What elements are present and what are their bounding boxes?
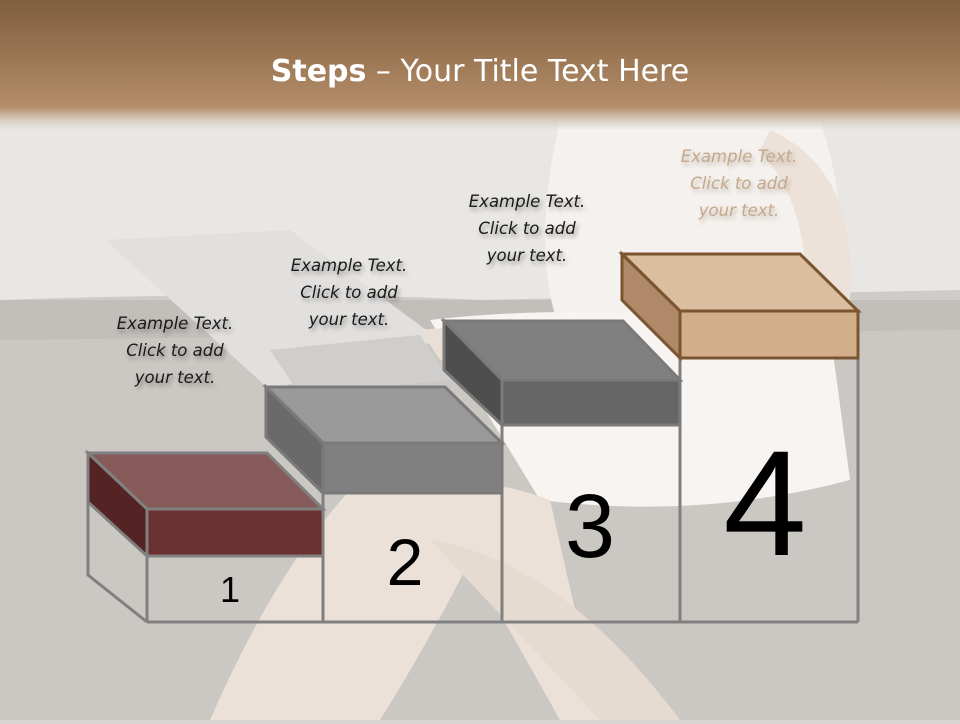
caption-line: your text. [698, 201, 780, 220]
caption-line: your text. [486, 246, 568, 265]
step-3-caption[interactable]: Example Text. Click to add your text. [432, 188, 622, 269]
step-2-block[interactable] [262, 383, 506, 497]
step-3-number: 3 [564, 477, 616, 577]
caption-line: Click to add [478, 219, 576, 238]
step-4-front [678, 309, 860, 360]
step-1-caption[interactable]: Example Text. Click to add your text. [80, 310, 270, 391]
title-rest: – Your Title Text Here [366, 54, 690, 89]
step-4-caption[interactable]: Example Text. Click to add your text. [644, 143, 834, 224]
caption-line: Click to add [126, 341, 224, 360]
caption-line: Click to add [690, 174, 788, 193]
step-4-block[interactable] [618, 250, 862, 362]
step-2-number: 2 [386, 525, 424, 599]
step-4-number: 4 [723, 419, 807, 587]
title-bold: Steps [270, 54, 367, 89]
caption-line: Example Text. [116, 314, 234, 333]
caption-line: Click to add [300, 283, 398, 302]
caption-line: Example Text. [290, 256, 408, 275]
step-2-caption[interactable]: Example Text. Click to add your text. [254, 252, 444, 333]
step-1-number: 1 [219, 569, 241, 610]
title-band [0, 0, 960, 130]
step-1-block[interactable] [84, 449, 327, 560]
caption-line: Example Text. [468, 192, 586, 211]
step-3-front [500, 378, 682, 427]
slide-title[interactable]: Steps – Your Title Text Here [0, 54, 960, 89]
caption-line: your text. [308, 310, 390, 329]
caption-line: Example Text. [680, 147, 798, 166]
step-1-front [145, 507, 325, 558]
caption-line: your text. [134, 368, 216, 387]
step-3-block[interactable] [440, 317, 684, 429]
step-2-front [321, 441, 504, 495]
